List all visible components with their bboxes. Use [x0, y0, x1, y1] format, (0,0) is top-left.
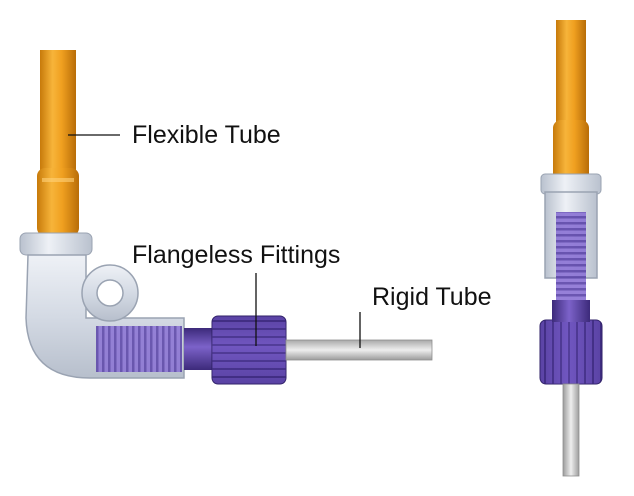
elbow-thread — [96, 326, 182, 372]
rigid-tube-right — [562, 383, 580, 477]
rigid-tube-left — [285, 339, 433, 361]
right-collar — [540, 173, 602, 195]
label-flangeless-fittings: Flangeless Fittings — [132, 241, 341, 269]
right-thread — [556, 212, 586, 302]
flexible-tube-right-swell — [553, 120, 589, 190]
fitting-nut-left-collar — [184, 328, 214, 370]
label-rigid-tube: Rigid Tube — [372, 283, 492, 311]
elbow-assembly — [19, 50, 433, 385]
flexible-tube-swell — [37, 168, 79, 236]
elbow-top-collar — [19, 232, 93, 256]
label-flexible-tube: Flexible Tube — [132, 121, 281, 149]
straight-assembly — [539, 20, 603, 477]
mounting-hole — [96, 279, 124, 307]
